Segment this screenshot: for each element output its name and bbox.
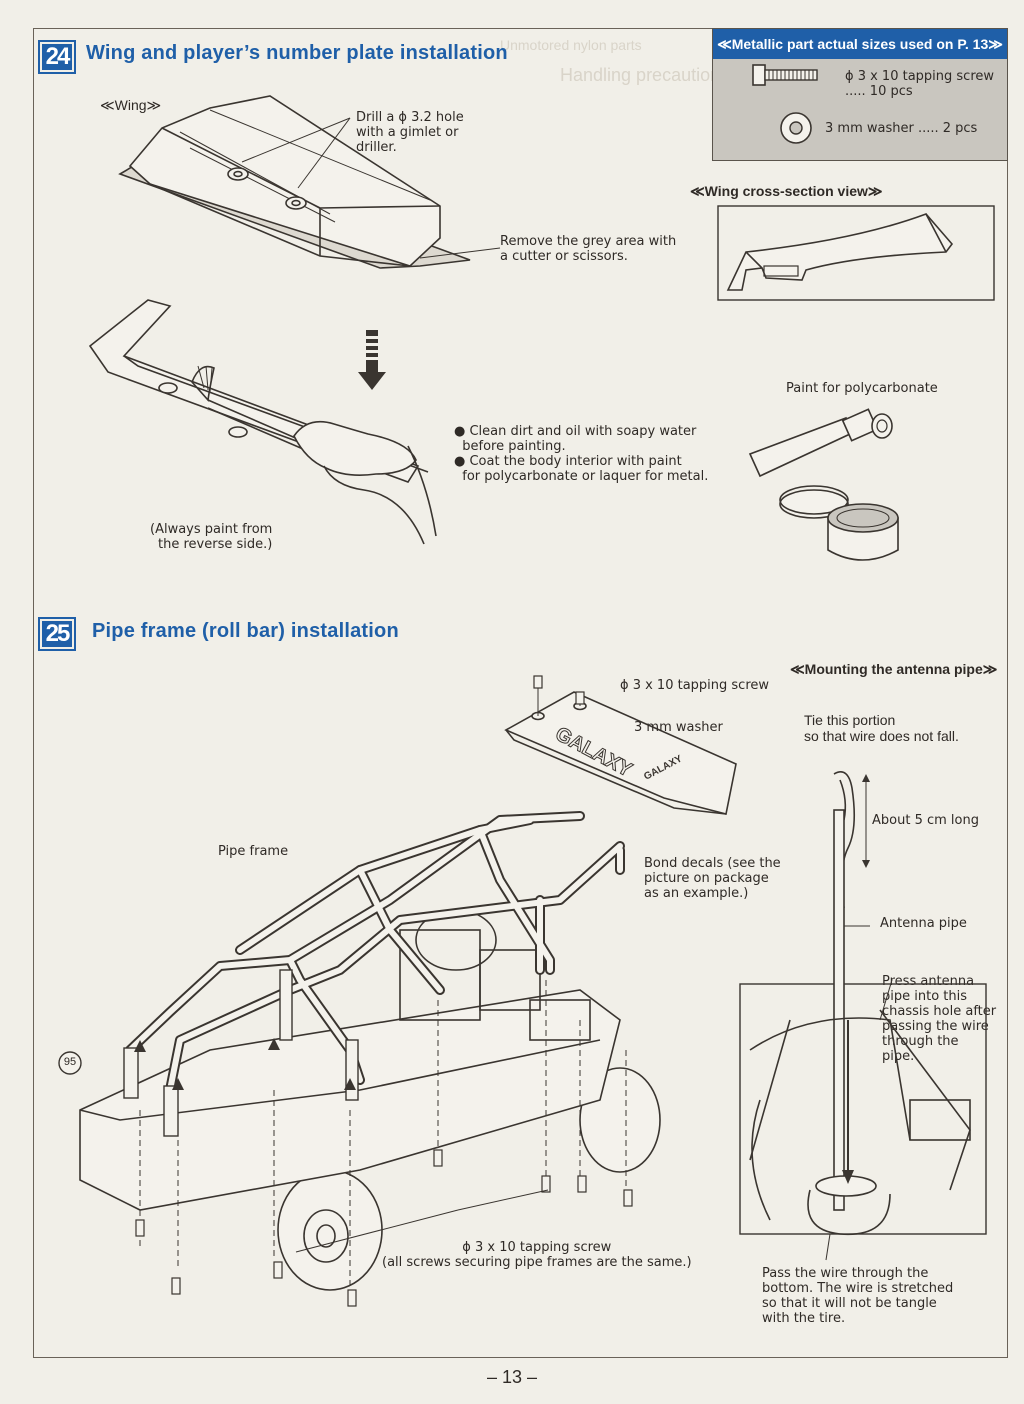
bleed-through-text: Handling precaution [560,65,721,85]
paint-label: Paint for polycarbonate [786,381,938,396]
clean-note-1: ● Clean dirt and oil with soapy water be… [454,424,697,454]
page-number: – 13 – [486,1367,538,1387]
tie-note: Tie this portion so that wire does not f… [804,712,959,744]
pipe-frame-label: Pipe frame [218,844,289,859]
antenna-header: ≪Mounting the antenna pipe≫ [790,661,998,677]
step-25-title: Pipe frame (roll bar) installation [92,620,399,642]
wing-cross-section-label: ≪Wing cross-section view≫ [690,183,883,199]
tapping-screw-label: ϕ 3 x 10 tapping screw ..... 10 pcs [845,69,995,99]
about-note: About 5 cm long [872,813,979,828]
wing-label: ≪Wing≫ [100,97,162,113]
drill-note: Drill a ϕ 3.2 hole with a gimlet or dril… [356,110,464,155]
pipe-frame-chassis-drawing [79,811,661,1291]
washer-callout: 3 mm washer [634,720,723,735]
bottom-screws-icons [135,1149,633,1307]
wing-painting-drawing [88,299,437,545]
step-25-badge: 25 [38,617,76,651]
remove-note: Remove the grey area with a cutter or sc… [500,234,677,264]
paint-jar-icon [779,485,899,561]
clean-note-2: ● Coat the body interior with paint for … [454,454,709,484]
metallic-parts-header: ≪Metallic part actual sizes used on P. 1… [713,29,1007,59]
metallic-parts-box: ≪Metallic part actual sizes used on P. 1… [712,28,1008,161]
wing-blister-drawing [118,95,501,269]
number-plate-drawing: GALAXY GALAXY [504,675,737,815]
page-border [33,28,1008,1358]
step-24-title: Wing and player’s number plate installat… [86,42,508,64]
bleed-through-text: Unmotored nylon parts [500,37,642,53]
down-arrow-icon [358,330,386,390]
part-number-bubble [58,1051,82,1075]
screw-callout: ϕ 3 x 10 tapping screw [620,678,770,693]
screw-note: ϕ 3 x 10 tapping screw (all screws secur… [382,1240,692,1270]
tapping-screw-icon [752,64,818,86]
antenna-pipe-label: Antenna pipe [880,916,967,931]
always-paint-note: (Always paint from the reverse side.) [150,522,273,552]
wing-cross-section-drawing [717,205,995,301]
pass-wire-note: Pass the wire through the bottom. The wi… [762,1266,954,1326]
step-24-badge: 24 [38,40,76,74]
antenna-mount-drawing [739,771,987,1261]
washer-icon [780,112,812,144]
bond-decals-note: Bond decals (see the picture on package … [644,856,781,901]
washer-label: 3 mm washer ..... 2 pcs [825,121,978,136]
part-number-label: 95 [63,1056,77,1068]
paint-tube-icon [748,408,893,478]
